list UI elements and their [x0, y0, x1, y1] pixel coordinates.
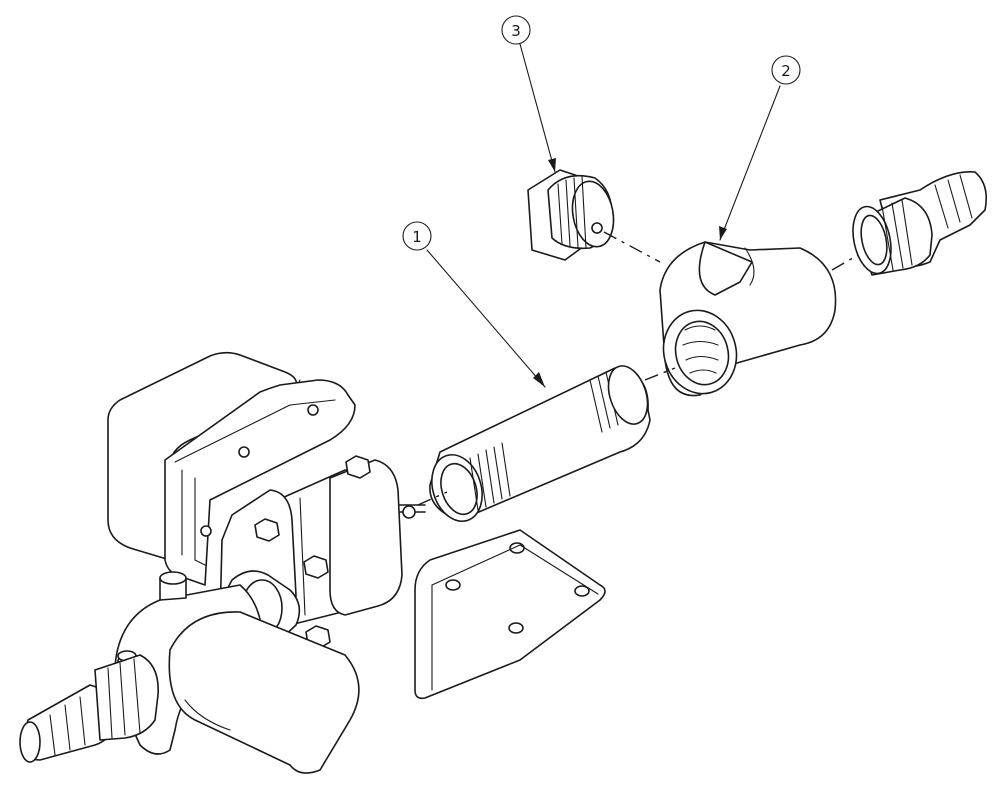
- axis-line-valve-to-nipple: [417, 491, 448, 506]
- solenoid-valve-assembly: [19, 351, 606, 774]
- hose-barb-upper: [852, 171, 988, 276]
- callout-2: 2: [771, 55, 801, 85]
- axis-line-nipple-to-tee: [644, 367, 676, 381]
- plug: [527, 169, 615, 261]
- strainer-cone: [168, 611, 360, 774]
- leader-line-2: [719, 85, 781, 241]
- axis-line-plug-to-tee: [603, 231, 661, 263]
- axis-line-tee-to-barb: [831, 254, 859, 271]
- leader-line-3: [519, 43, 556, 173]
- mounting-bracket: [414, 529, 606, 700]
- callout-label-3: 3: [511, 22, 521, 40]
- tee-fitting: [659, 241, 837, 397]
- callout-label-1: 1: [412, 228, 422, 246]
- callout-1: 1: [402, 221, 432, 251]
- callout-3: 3: [501, 15, 531, 45]
- pipe-nipple: [429, 365, 651, 522]
- valve-end-plate-right: [329, 459, 403, 616]
- callout-label-2: 2: [781, 62, 791, 80]
- leader-line-1: [426, 249, 546, 388]
